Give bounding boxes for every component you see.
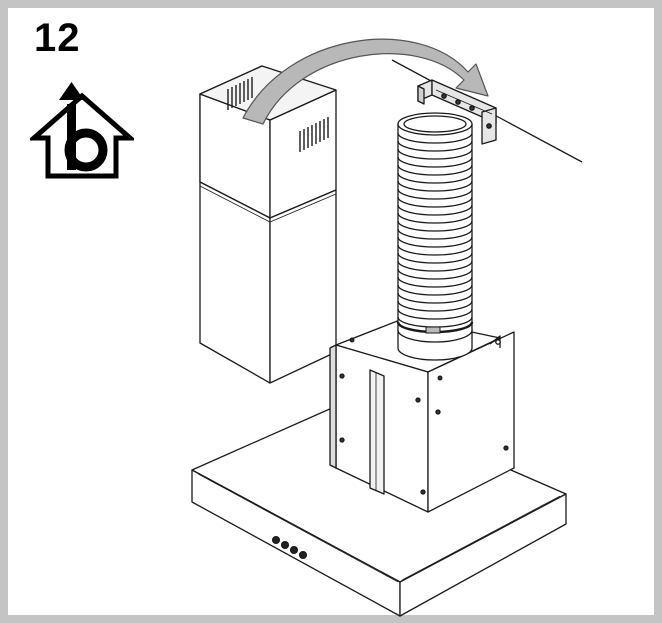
flexible-duct [396,112,474,334]
wall-bracket [417,79,497,145]
vent-grille-left [227,77,253,110]
house-with-b-and-up-arrow-icon [30,82,134,179]
step-number: 12 [34,16,81,60]
control-buttons [271,535,308,560]
curved-transfer-arrow-icon [242,38,489,125]
hood-assembly-illustration [191,38,583,617]
vent-grille-right [299,117,329,152]
